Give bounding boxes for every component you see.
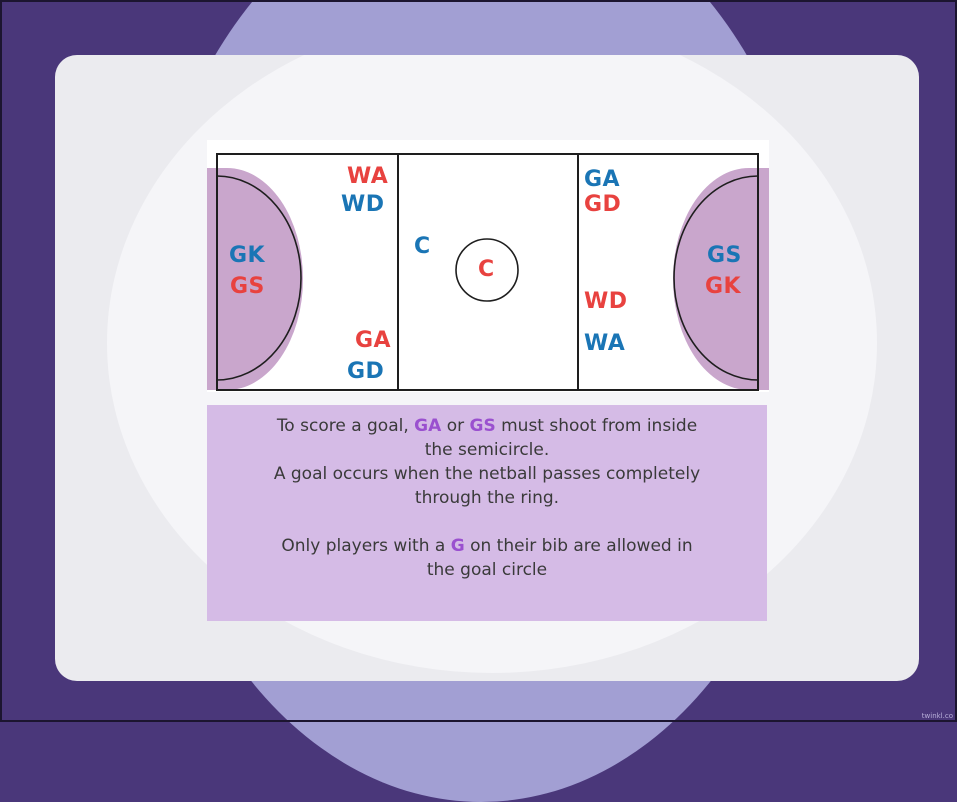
info-text: or	[441, 416, 470, 436]
gs-highlight: GS	[469, 416, 496, 436]
info-line-1: To score a goal, GA or GS must shoot fro…	[207, 414, 767, 438]
court-outline	[216, 153, 759, 391]
info-text: must shoot from inside	[495, 416, 698, 436]
info-line-4: through the ring.	[414, 488, 560, 508]
left-third-bottom-2: GD	[347, 359, 385, 384]
info-line-5: Only players with a G on their bib are a…	[207, 534, 767, 558]
right-circle-label-2: GK	[705, 274, 742, 299]
ga-highlight: GA	[414, 416, 442, 436]
centre-circle	[455, 238, 519, 302]
twinkl-watermark: twinkl.co	[921, 712, 953, 720]
info-text: To score a goal,	[276, 416, 415, 436]
left-third-bottom-1: GA	[355, 328, 392, 353]
left-third-top-2: WD	[341, 192, 385, 217]
right-circle-label-1: GS	[707, 243, 742, 268]
g-highlight: G	[450, 536, 465, 556]
right-third-top-1: GA	[584, 167, 621, 192]
centre-third-c-label: C	[414, 234, 431, 259]
right-third-bottom-1: WD	[584, 289, 628, 314]
right-goal-area	[673, 168, 769, 390]
left-goal-area	[207, 168, 303, 390]
right-third-top-2: GD	[584, 192, 622, 217]
left-semicircle	[216, 175, 302, 381]
left-circle-label-1: GK	[229, 243, 266, 268]
info-box: To score a goal, GA or GS must shoot fro…	[207, 405, 767, 621]
left-third-top-1: WA	[347, 164, 389, 189]
info-line-3: A goal occurs when the netball passes co…	[273, 464, 701, 484]
info-line-6: the goal circle	[426, 560, 548, 580]
info-line-2: the semicircle.	[424, 440, 550, 460]
centre-circle-label: C	[478, 257, 495, 282]
right-third-bottom-2: WA	[584, 331, 626, 356]
netball-court: C GK GS GS GK WA WD GA GD C GA GD WD WA	[207, 140, 769, 392]
info-text: on their bib are allowed in	[464, 536, 693, 556]
court-diagram	[207, 153, 769, 391]
right-semicircle	[673, 175, 759, 381]
info-text: Only players with a	[281, 536, 451, 556]
left-circle-label-2: GS	[230, 274, 265, 299]
